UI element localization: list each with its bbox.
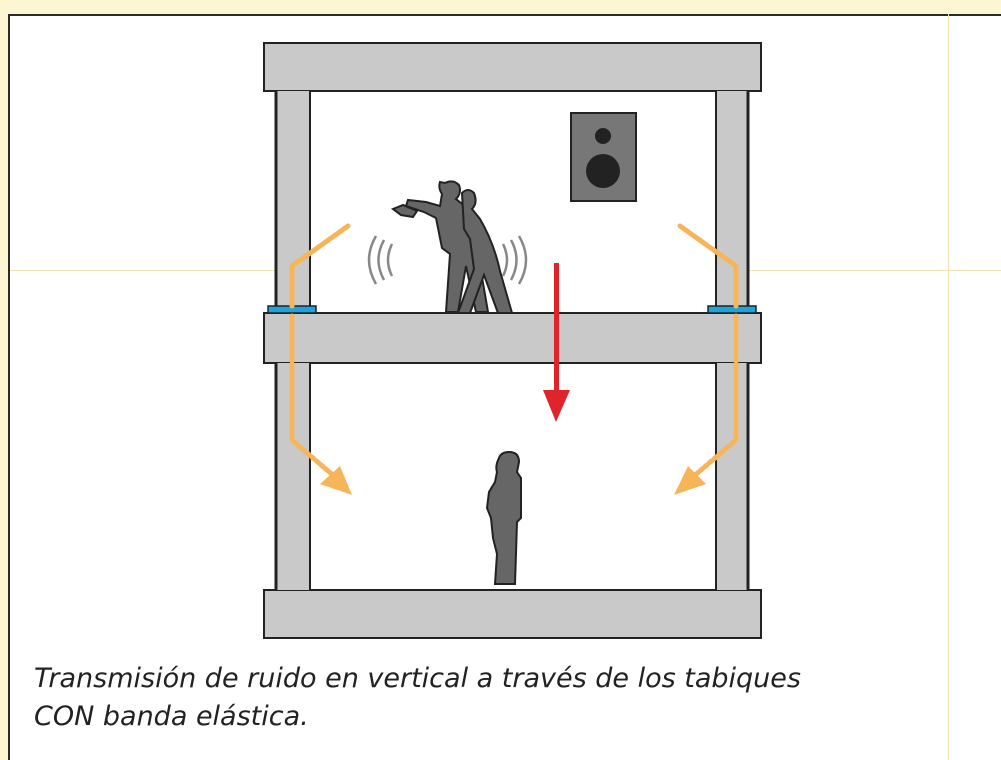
speaker-icon [570, 112, 637, 202]
flanking-path-left [289, 223, 351, 479]
right-wall-lower [716, 363, 748, 590]
diagram-caption: Transmisión de ruido en vertical a travé… [34, 660, 1001, 736]
sound-wave-icon [367, 235, 394, 285]
sound-wave-icon [501, 235, 528, 285]
caption-line-2: CON banda elástica. [34, 701, 309, 732]
right-wall-upper [716, 91, 748, 313]
middle-floor-slab [263, 312, 762, 364]
standing-person-icon [485, 450, 522, 585]
flanking-arrowhead-left [320, 466, 352, 495]
flanking-arrowhead-right [674, 466, 706, 495]
direct-sound-arrow [543, 263, 570, 422]
flanking-path-right [677, 223, 739, 479]
guide-line-vertical [948, 14, 949, 760]
ground-slab [263, 589, 762, 639]
dancing-couple-icon [390, 180, 514, 314]
elastic-band-right [707, 305, 757, 314]
building-section-diagram [263, 42, 762, 639]
caption-line-1: Transmisión de ruido en vertical a travé… [34, 663, 801, 694]
roof-slab [263, 42, 762, 92]
upper-room [311, 92, 715, 312]
